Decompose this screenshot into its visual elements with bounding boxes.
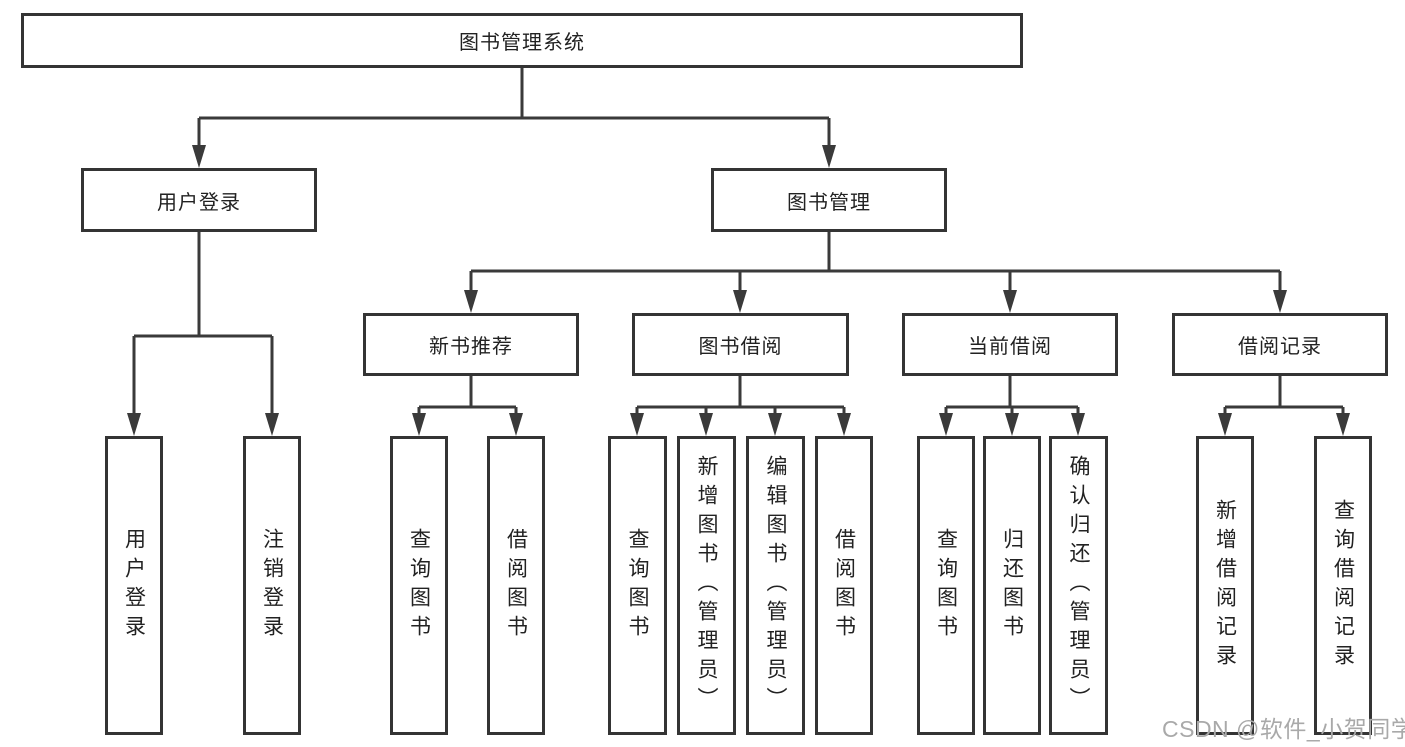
node-user-login-branch: 用户登录 (81, 168, 317, 232)
connector-new-book-recommend-children (412, 376, 523, 436)
connector-current-borrowing-children (939, 376, 1085, 436)
node-edit-books-admin: 编辑图书（管理员） (746, 436, 805, 735)
node-query-books-borrowing: 查询图书 (608, 436, 667, 735)
node-book-borrowing: 图书借阅 (632, 313, 849, 376)
connector-borrowing-records-children (1218, 376, 1350, 436)
node-return-books: 归还图书 (983, 436, 1041, 735)
node-user-login: 用户登录 (105, 436, 163, 735)
node-current-borrowing: 当前借阅 (902, 313, 1118, 376)
connector-book-borrowing-children (630, 376, 851, 436)
csdn-watermark: CSDN @软件_小贺同学 (1162, 716, 1405, 742)
connector-user-login-children (127, 232, 279, 436)
node-query-books-current: 查询图书 (917, 436, 975, 735)
connector-root-to-level2 (192, 68, 836, 168)
node-borrowing-records: 借阅记录 (1172, 313, 1388, 376)
node-confirm-return-admin: 确认归还（管理员） (1049, 436, 1108, 735)
node-book-management-system: 图书管理系统 (21, 13, 1023, 68)
node-borrow-books-borrowing: 借阅图书 (815, 436, 873, 735)
node-borrow-books-recommend: 借阅图书 (487, 436, 545, 735)
connector-book-management-children (464, 232, 1287, 313)
node-new-book-recommend: 新书推荐 (363, 313, 579, 376)
node-logout: 注销登录 (243, 436, 301, 735)
node-query-books-recommend: 查询图书 (390, 436, 448, 735)
node-add-books-admin: 新增图书（管理员） (677, 436, 736, 735)
node-add-borrow-record: 新增借阅记录 (1196, 436, 1254, 735)
node-query-borrow-record: 查询借阅记录 (1314, 436, 1372, 735)
node-book-management-branch: 图书管理 (711, 168, 947, 232)
